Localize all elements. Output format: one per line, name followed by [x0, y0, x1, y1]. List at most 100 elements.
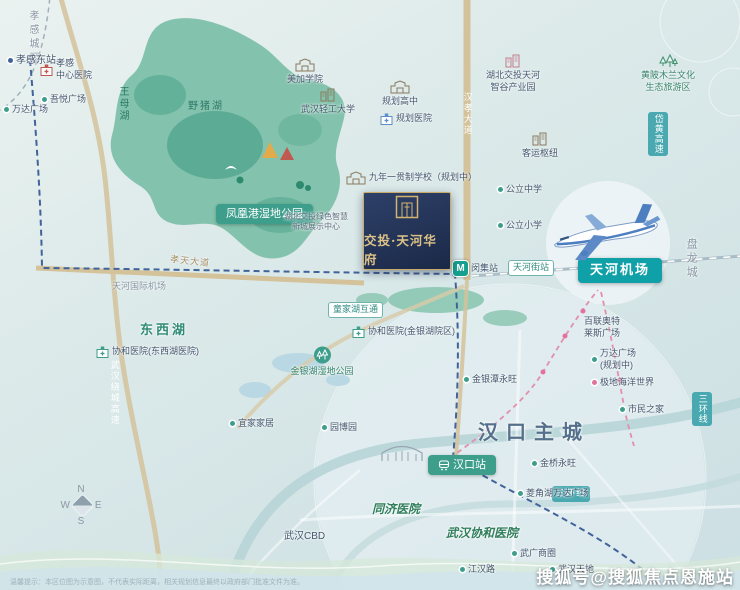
label-tianhe-intl-airport-area-text: 天河国际机场 — [112, 281, 167, 291]
label-panlongcheng: 盘龙城 — [684, 238, 698, 280]
label-union-hospital: 武汉协和医院 — [446, 526, 518, 542]
bottom-wave-blue — [0, 566, 740, 590]
label-xiehe-hospital-dongxihu-text: 协和医院(东西湖医院) — [112, 346, 199, 357]
label-polar-ocean-world-text: 极地海洋世界 — [600, 377, 655, 387]
dot-icon — [4, 107, 9, 113]
label-public-middle-school-text: 公立中学 — [506, 184, 543, 194]
school-icon — [295, 58, 315, 72]
label-yezhu-lake: 野猪湖 — [188, 100, 224, 113]
building-icon — [531, 132, 549, 146]
label-bailian-outlets: 百联奥特 莱斯广场 — [584, 316, 620, 339]
compass-needle — [71, 494, 93, 517]
station-icon — [380, 444, 424, 462]
rail-station-dot-xiaogan — [27, 57, 33, 63]
label-jinyintan-aeon-text: 金银潭永旺 — [472, 374, 518, 384]
label-tianhe-street-station: 天河街站 — [508, 260, 555, 276]
label-wuhan-tiandi-text: 武汉天地 — [558, 564, 595, 574]
label-tongji-hospital-text: 同济医院 — [372, 502, 421, 516]
label-xiaogan-central-hospital: 孝感 中心医院 — [40, 58, 92, 81]
dot-icon — [464, 377, 469, 383]
dot-icon — [498, 187, 503, 193]
dot-icon — [620, 407, 625, 413]
label-garden-expo-park-text: 园博园 — [330, 422, 358, 432]
label-wuhan-cbd-text: 武汉CBD — [284, 531, 326, 542]
label-jinyinhu-wetland-park: 金银湖湿地公园 — [290, 346, 354, 378]
badge-hankou-station-text: 汉口站 — [453, 459, 486, 471]
dot-navy-icon — [8, 58, 13, 63]
label-bailian-outlets-text: 百联奥特 莱斯广场 — [584, 316, 621, 338]
label-jianghan-road-text: 江汉路 — [468, 564, 496, 574]
label-hanxiao-avenue: 汉孝大道 — [461, 92, 473, 136]
label-meijia-college: 美加学院 — [287, 58, 323, 86]
building-pink-icon — [504, 54, 522, 68]
label-jinyintan-aeon: 金银潭永旺 — [464, 374, 517, 386]
label-raocheng-expressway-text: 武汉绕城高速 — [109, 360, 120, 426]
label-xiaotian-avenue: 孝天大道 — [169, 254, 211, 270]
label-wuguang-business-district: 武广商圈 — [512, 548, 556, 560]
label-jinqiao-aeon-text: 金桥永旺 — [540, 458, 577, 468]
dot-icon — [518, 491, 523, 497]
urban-road-2 — [299, 504, 740, 522]
dot-icon — [532, 461, 537, 467]
pill-third-ring-road-right-text: 三环线 — [697, 394, 708, 424]
label-exhibition-center: 湖北交投绿色智慧 新城展示中心 — [284, 212, 348, 233]
label-wuyue-plaza-text: 吾悦广场 — [50, 94, 87, 104]
label-hanxiao-avenue-text: 汉孝大道 — [462, 92, 473, 136]
label-wangmu-lake-text: 王母湖 — [117, 86, 128, 122]
label-wuhan-tiandi: 武汉天地 — [550, 564, 594, 576]
school-icon — [390, 80, 410, 94]
label-xiaogan-urban-area: 孝感城区 — [26, 10, 39, 66]
park-tree-3 — [236, 176, 244, 184]
label-xiaogan-urban-area-text: 孝感城区 — [27, 10, 38, 66]
label-ikea-text: 宜家家居 — [238, 418, 275, 428]
label-wangmu-lake: 王母湖 — [116, 86, 129, 122]
label-yezhu-lake-text: 野猪湖 — [188, 101, 224, 112]
park-tree-1 — [296, 181, 304, 189]
label-passenger-hub: 客运枢纽 — [522, 132, 558, 160]
label-tongji-hospital: 同济医院 — [372, 502, 420, 518]
dot-icon — [498, 223, 503, 229]
dot-icon — [550, 567, 555, 573]
hanxiao-avenue-south — [454, 279, 469, 459]
label-nine-year-school: 九年一贯制学校（规划中） — [346, 171, 477, 185]
label-wuyue-plaza: 吾悦广场 — [42, 94, 86, 106]
inner-ring-road — [327, 472, 740, 590]
dot-icon — [230, 421, 235, 427]
hospital-green-icon — [96, 346, 109, 358]
badge-hankou-station: 汉口站 — [428, 455, 496, 476]
label-planned-high-school-text: 规划高中 — [381, 96, 419, 106]
label-planned-hospital-text: 规划医院 — [396, 113, 433, 124]
compass-rose: N W E S — [58, 484, 104, 527]
property-name: 交投·天河华府 — [364, 232, 437, 267]
label-citizens-home-text: 市民之家 — [628, 404, 665, 414]
watermark-sohu: 搜狐号@搜狐焦点恩施站 — [536, 568, 734, 587]
marker-minji-metro: M — [452, 260, 469, 277]
airplane-illustration — [544, 195, 672, 276]
third-ring-road — [223, 397, 740, 590]
label-garden-expo-park: 园博园 — [322, 422, 357, 434]
label-jinqiao-aeon: 金桥永旺 — [532, 458, 576, 470]
label-nine-year-school-text: 九年一贯制学校（规划中） — [369, 172, 478, 183]
label-hubei-jiaotou-industrial-park: 湖北交投天河 智谷产业园 — [486, 54, 540, 93]
label-dongxihu: 东西湖 — [140, 322, 188, 339]
label-jianghan-road: 江汉路 — [460, 564, 495, 576]
label-jinyinhu-wetland-park-text: 金银湖湿地公园 — [290, 366, 354, 376]
badge-fenghuanggang-wetland-park: 凤凰港湿地公园 — [216, 204, 313, 225]
label-xiaogan-central-hospital-text: 孝感 中心医院 — [56, 58, 93, 80]
left-expressway-road — [58, 0, 165, 590]
airport-area-road — [35, 265, 365, 286]
label-minji-station-text: 闵集站 — [471, 263, 499, 273]
dot-pink-icon — [592, 380, 597, 386]
southwest-road — [236, 284, 465, 430]
label-huangpi-mulan-tourism-area-text: 黄陂木兰文化 生态旅游区 — [640, 70, 696, 92]
school-icon — [346, 171, 366, 185]
label-minji-station: 闵集站 — [471, 263, 498, 275]
label-xiaogan-east-station: 孝感东站 — [8, 54, 56, 67]
label-wuhan-cbd: 武汉CBD — [284, 530, 325, 543]
label-xiaogan-east-station-text: 孝感东站 — [16, 55, 56, 66]
lake-patch-1 — [167, 111, 263, 179]
compass-north-label: N — [77, 484, 85, 495]
label-tongjiahu-interchange-text: 童家湖互通 — [333, 304, 379, 314]
